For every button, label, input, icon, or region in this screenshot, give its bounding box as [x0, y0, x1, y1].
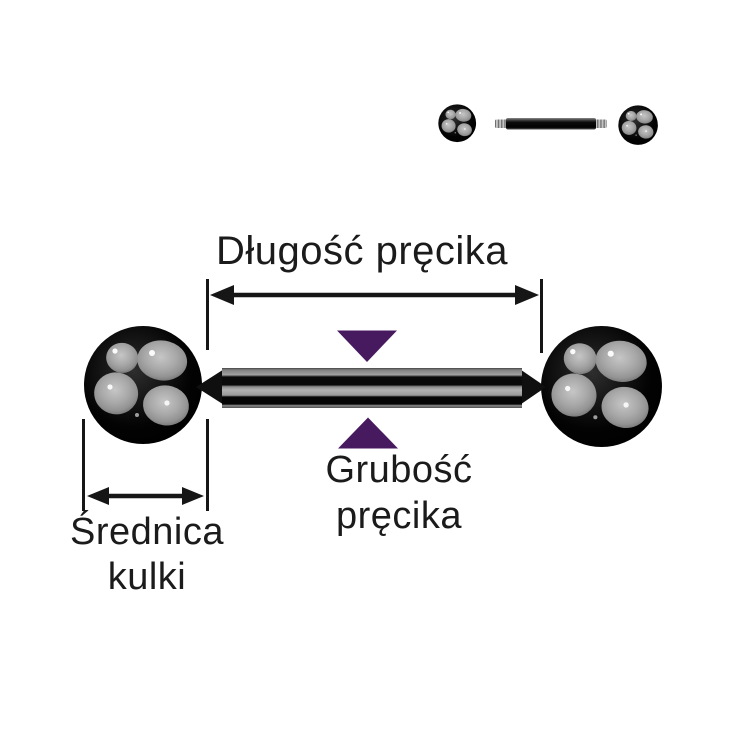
length-arrowhead-left: [210, 285, 234, 305]
bar-thickness-label-line1: Grubość: [325, 449, 473, 491]
thumbnail-ball-right: [618, 105, 658, 145]
thumbnail-ball-left: [438, 104, 476, 142]
triangle-down-icon: [337, 330, 397, 362]
barbell-cone-left: [196, 368, 225, 406]
ball-diameter-label-line1: Średnica: [70, 511, 224, 553]
ball-diameter-label: Średnica kulki: [0, 510, 297, 600]
thumbnail-thread-left: [495, 119, 509, 128]
diameter-arrowhead-left: [87, 487, 109, 505]
bar-thickness-label: Grubość pręcika: [249, 447, 549, 539]
barbell-bar: [222, 368, 522, 408]
measurement-overlay: [82, 279, 543, 511]
barbell-ball-left: [84, 326, 202, 444]
thumbnail-bar: [506, 118, 596, 130]
diameter-arrowhead-right: [182, 487, 204, 505]
barbell-ball-right: [541, 326, 662, 447]
length-arrowhead-right: [515, 285, 539, 305]
barbell-cone-right: [519, 368, 546, 406]
disassembled-barbell-thumbnail: [438, 104, 658, 145]
bar-thickness-label-line2: pręcika: [336, 495, 462, 537]
triangle-up-icon: [338, 417, 398, 449]
thumbnail-thread-right: [593, 119, 607, 128]
bar-length-label: Długość pręcika: [215, 229, 509, 273]
main-barbell: [84, 326, 662, 447]
ball-diameter-label-line2: kulki: [107, 556, 187, 598]
